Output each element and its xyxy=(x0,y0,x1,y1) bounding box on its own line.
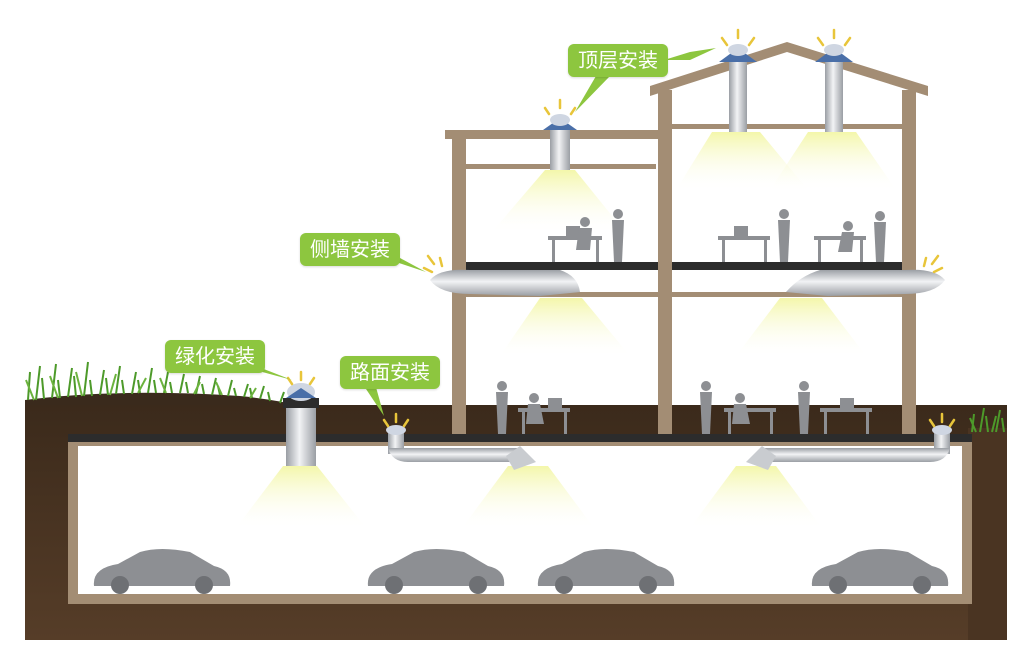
callout-pointers xyxy=(240,48,716,416)
grass-left xyxy=(25,361,285,404)
car-wheels xyxy=(111,576,931,594)
light-beams xyxy=(236,132,896,528)
floor-slabs xyxy=(68,262,972,442)
callout-road-installation: 路面安装 xyxy=(340,356,440,389)
callout-roof-installation: 顶层安装 xyxy=(568,44,668,77)
parked-cars xyxy=(93,549,949,586)
grass-right xyxy=(969,407,1005,433)
callout-side-wall-installation: 侧墙安装 xyxy=(300,233,400,266)
sun-ray-marks xyxy=(286,28,956,428)
office-silhouettes xyxy=(496,209,886,434)
skylight-domes xyxy=(286,44,952,435)
callout-greenery-installation: 绿化安装 xyxy=(165,340,265,373)
light-pipes xyxy=(283,62,950,470)
